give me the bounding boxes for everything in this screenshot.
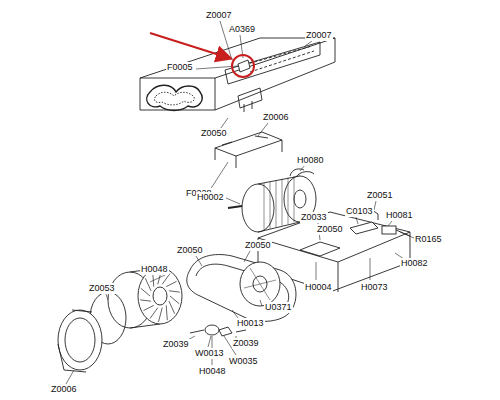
fan-fin — [140, 300, 151, 301]
callout-number: H0048 — [198, 366, 227, 377]
callout-number: U0371 — [264, 302, 293, 313]
callout-number: R0165 — [414, 234, 443, 245]
callout-number: F0005 — [166, 62, 194, 73]
callout-number: H0081 — [385, 210, 414, 221]
callout-number: H0080 — [296, 155, 325, 166]
fan-fin — [169, 301, 175, 313]
callout-number: H0048 — [140, 264, 169, 275]
motor-winding — [264, 176, 294, 230]
fan-fin — [170, 296, 179, 304]
callout-number: H0004 — [304, 282, 333, 293]
fan-fin — [169, 291, 180, 292]
callout-number: Z0007 — [305, 30, 333, 41]
callout-number: Z0006 — [50, 384, 78, 395]
callout-number: H0002 — [196, 192, 225, 203]
callout-number: Z0033 — [300, 212, 328, 223]
callout-number: C0103 — [345, 206, 374, 217]
callout-number: Z0039 — [232, 338, 260, 349]
fan-fin — [150, 308, 158, 319]
fan-fin — [162, 273, 170, 284]
callout-number: Z0050 — [316, 224, 344, 235]
callout-number: Z0006 — [262, 112, 290, 123]
fan-fin — [166, 305, 167, 320]
callout-number: Z0039 — [162, 339, 190, 350]
fan-fin — [141, 288, 150, 296]
callout-number: W0035 — [228, 356, 259, 367]
callout-number: H0013 — [236, 318, 265, 329]
callout-number: Z0007 — [205, 10, 233, 21]
callout-number: Z0053 — [88, 283, 116, 294]
callout-number: Z0050 — [176, 245, 204, 256]
callout-number: Z0050 — [200, 128, 228, 139]
callout-number: H0082 — [400, 258, 429, 269]
callout-number: W0013 — [194, 348, 225, 359]
callout-number: H0073 — [360, 282, 389, 293]
fan-fin — [143, 305, 153, 310]
fan-fin — [158, 308, 162, 322]
callout-number: A0369 — [228, 24, 256, 35]
callout-number: Z0050 — [244, 240, 272, 251]
fan-fin — [145, 278, 151, 290]
callout-number: Z0051 — [366, 190, 394, 201]
fan-fin — [166, 281, 176, 286]
